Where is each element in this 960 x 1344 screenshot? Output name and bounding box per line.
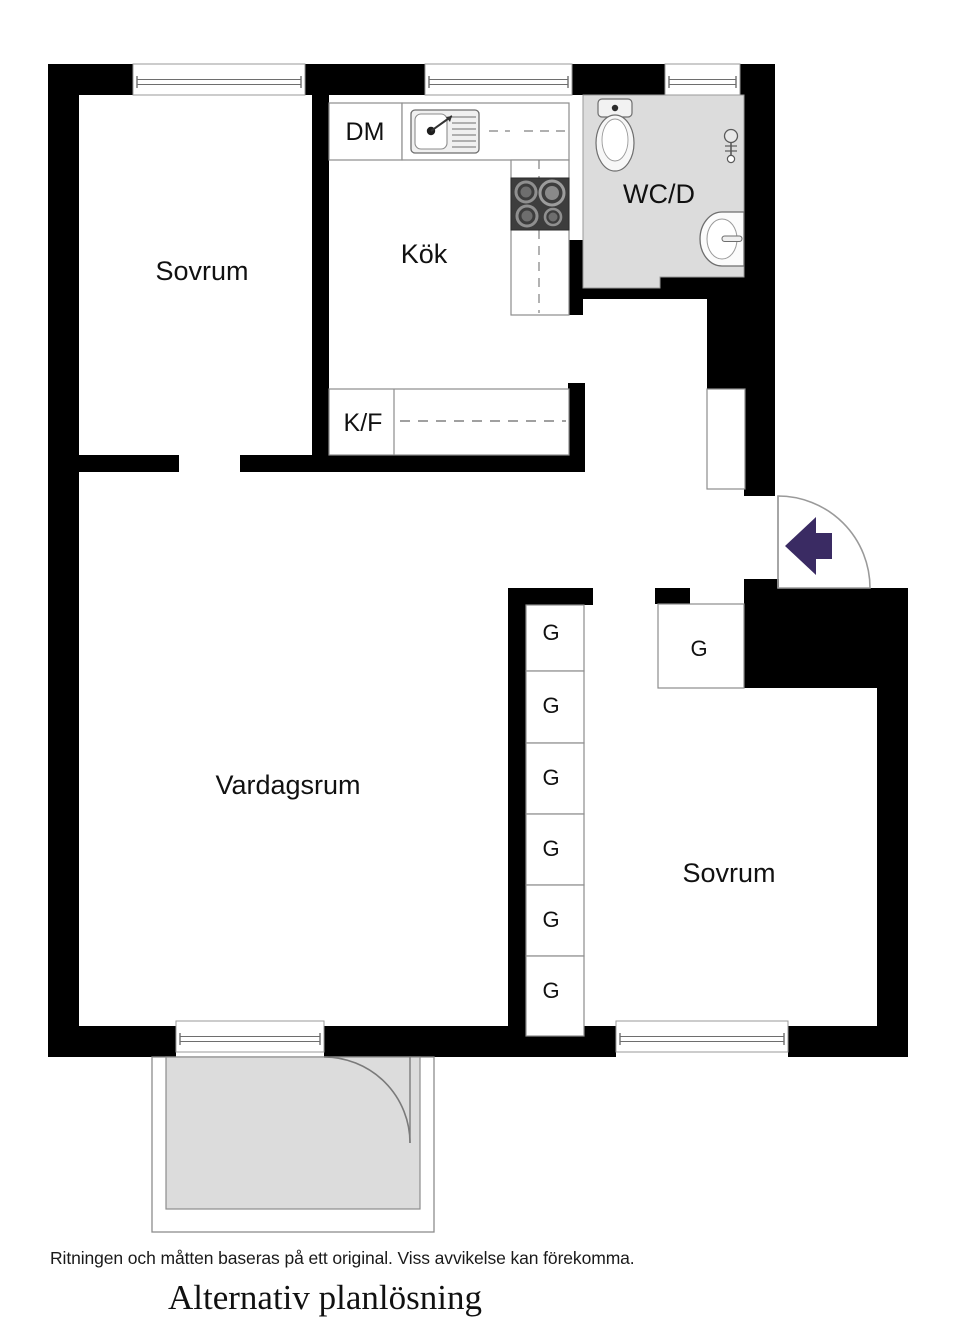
wall-left-exterior <box>48 64 79 1057</box>
wardrobe-label: G <box>690 636 707 661</box>
room-label-sovrum-2: Sovrum <box>682 858 775 888</box>
wall-top-between-bed-kitchen <box>305 64 425 95</box>
wardrobe-label: G <box>542 765 559 790</box>
fridge-freezer-box: K/F <box>328 388 570 456</box>
window-bedroom-1 <box>132 63 306 96</box>
wardrobe-label: G <box>542 978 559 1003</box>
room-label-sovrum-1: Sovrum <box>155 256 248 286</box>
window-kitchen <box>424 63 573 96</box>
stove-icon <box>510 177 570 231</box>
wall-wardrobe-column-top <box>508 588 593 605</box>
plan-disclaimer: Ritningen och måtten baseras på ett orig… <box>50 1248 635 1268</box>
wall-hall-closet-top <box>707 377 745 389</box>
wardrobe-label: G <box>542 907 559 932</box>
wardrobe-cell: G <box>525 742 585 815</box>
room-labels: Sovrum Kök Vardagsrum Sovrum <box>155 239 775 888</box>
walls-group <box>48 64 908 1057</box>
wardrobe-cell: G <box>525 884 585 957</box>
toilet-icon <box>595 98 635 172</box>
room-label-wcd: WC/D <box>623 179 695 209</box>
plan-title: Alternativ planlösning <box>168 1278 482 1317</box>
window-bedroom-2 <box>615 1020 789 1053</box>
wardrobe-cell: G <box>525 955 585 1037</box>
wall-bottom-left <box>48 1026 176 1057</box>
dishwasher-label: DM <box>346 118 385 146</box>
wall-top-between-kitchen-wc <box>572 64 665 95</box>
wall-kf-right-end <box>568 383 585 472</box>
wall-entry-threshold <box>744 579 779 595</box>
bathroom-basin-icon <box>699 211 745 267</box>
wall-wardrobe-column-left <box>508 588 526 1036</box>
wardrobe-single: G <box>657 603 745 689</box>
wall-hall-right-vertical <box>744 296 775 496</box>
wall-hall-bottom-block <box>744 588 908 688</box>
shower-fitting-icon <box>723 128 739 164</box>
window-balcony-door <box>175 1020 325 1053</box>
wardrobe-label: G <box>542 836 559 861</box>
wall-hall-bottom-left-stub <box>655 588 690 604</box>
balcony <box>151 1056 435 1233</box>
windows-group <box>132 63 789 1053</box>
wardrobe-cell: G <box>525 604 585 672</box>
wardrobe-label: G <box>542 693 559 718</box>
wall-hall-right-step <box>707 277 745 385</box>
dishwasher-box: DM <box>328 102 403 161</box>
wall-kitchen-bottom <box>240 455 585 472</box>
wc-room: WC/D <box>582 94 745 289</box>
room-label-kok: Kök <box>401 239 448 269</box>
wardrobe-label: G <box>542 620 559 645</box>
wall-kitchen-wc-partition <box>569 240 583 315</box>
wall-right-exterior-wc <box>744 64 775 296</box>
window-wc <box>664 63 741 96</box>
wardrobe-cell: G <box>525 670 585 744</box>
entry-door[interactable] <box>777 495 871 589</box>
entry-direction-arrow-icon <box>785 517 832 575</box>
hall-closet <box>706 388 746 490</box>
fridge-freezer-label: K/F <box>344 409 383 437</box>
kitchen-fittings: DM <box>328 102 570 456</box>
room-label-vardagsrum: Vardagsrum <box>215 770 360 800</box>
kitchen-sink-icon <box>410 109 480 154</box>
wardrobe-cell: G <box>525 813 585 886</box>
wall-kitchen-left-partition <box>312 95 329 468</box>
wall-bedroom1-bottom-stub <box>79 455 179 472</box>
wardrobe-column: G G G G G G <box>525 604 585 1037</box>
